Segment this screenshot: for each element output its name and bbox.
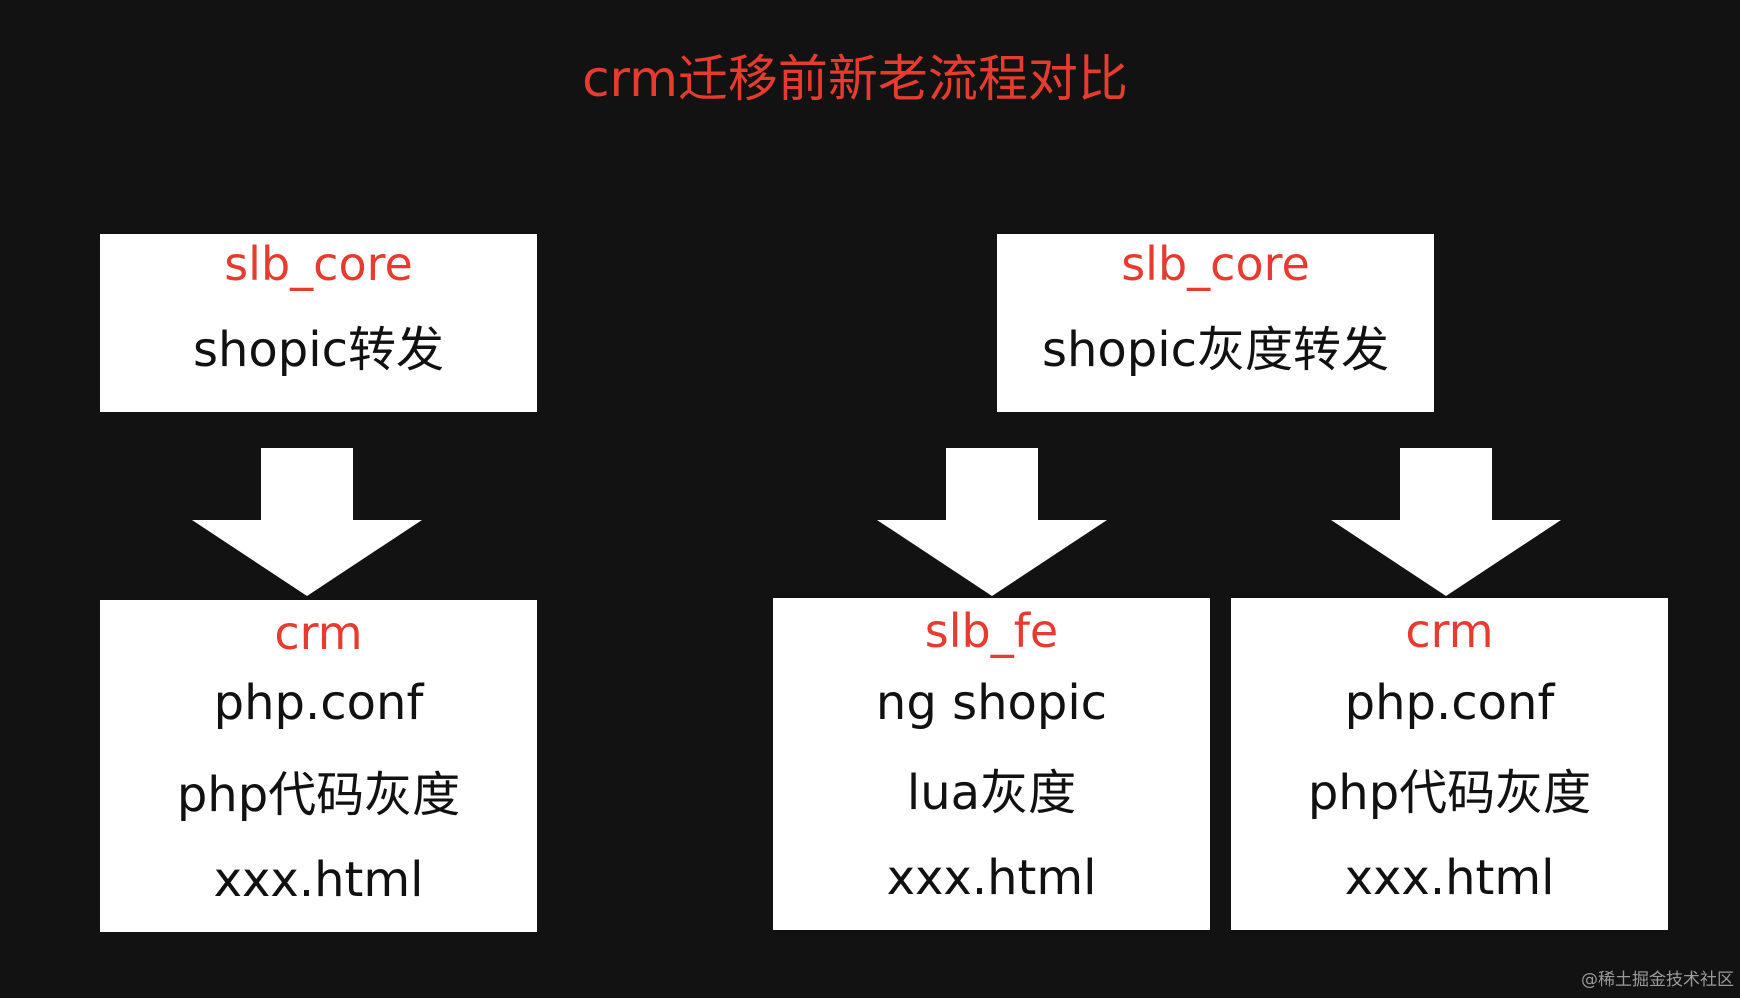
diagram-title: crm迁移前新老流程对比 xyxy=(582,50,1128,108)
down-arrow-icon xyxy=(192,448,422,596)
down-arrow-icon xyxy=(877,448,1107,596)
box-text: shopic灰度转发 xyxy=(1042,322,1389,378)
box-header: crm xyxy=(1405,604,1494,658)
box-text: php代码灰度 xyxy=(1307,765,1592,821)
old-slb-core-box: slb_core shopic转发 xyxy=(100,234,537,412)
new-crm-box: crm php.conf php代码灰度 xxx.html xyxy=(1231,598,1668,930)
box-header: slb_fe xyxy=(924,604,1059,658)
box-text: shopic转发 xyxy=(193,322,444,378)
box-text: xxx.html xyxy=(213,852,424,908)
box-text: php.conf xyxy=(1344,675,1555,731)
new-slb-fe-box: slb_fe ng shopic lua灰度 xxx.html xyxy=(773,598,1210,930)
box-header: slb_core xyxy=(224,237,413,291)
box-header: slb_core xyxy=(1121,237,1310,291)
box-text: php代码灰度 xyxy=(176,767,461,823)
box-text: ng shopic xyxy=(875,675,1108,731)
old-crm-box: crm php.conf php代码灰度 xxx.html xyxy=(100,600,537,932)
new-slb-core-box: slb_core shopic灰度转发 xyxy=(997,234,1434,412)
box-header: crm xyxy=(274,606,363,660)
watermark: @稀土掘金技术社区 xyxy=(1581,970,1734,990)
box-text: xxx.html xyxy=(1344,850,1555,906)
box-text: xxx.html xyxy=(886,850,1097,906)
box-text: lua灰度 xyxy=(906,765,1077,821)
box-text: php.conf xyxy=(213,675,424,731)
down-arrow-icon xyxy=(1331,448,1561,596)
